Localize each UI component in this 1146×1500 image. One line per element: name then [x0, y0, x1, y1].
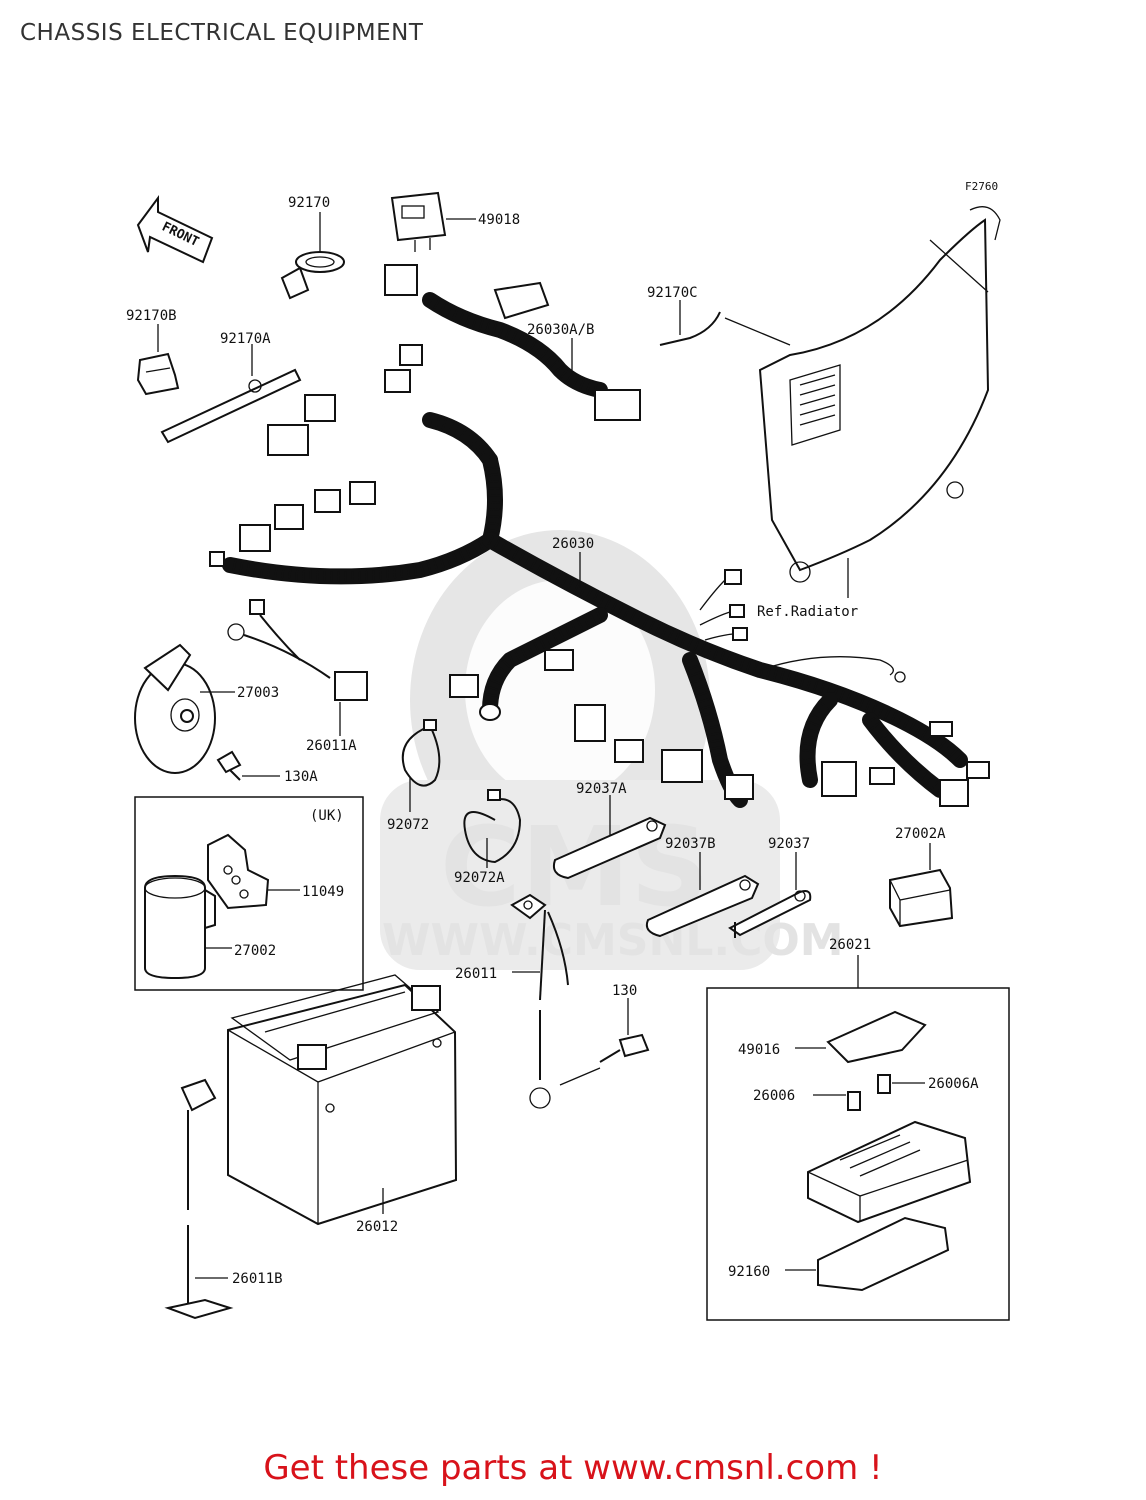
parts-diagram: CMS WWW.CMSNL.COM F2760 FRONT	[126, 180, 1010, 1321]
bolt-130A-icon	[216, 750, 280, 781]
part-label-26011: 26011	[455, 966, 497, 982]
part-label-49016: 49016	[738, 1042, 780, 1058]
bracket-92037-icon	[728, 852, 812, 938]
relay-49018-icon	[390, 191, 476, 252]
part-labels: 92170 49018 92170B 92170A 26030A/B 92170…	[126, 195, 979, 1287]
part-label-92170A: 92170A	[220, 331, 271, 347]
region-label-uk: (UK)	[310, 808, 344, 824]
part-label-130: 130	[612, 983, 637, 999]
part-label-27002: 27002	[234, 943, 276, 959]
part-label-92037B: 92037B	[665, 836, 716, 852]
part-label-27003: 27003	[237, 685, 279, 701]
part-label-27002A: 27002A	[895, 826, 946, 842]
part-label-92170: 92170	[288, 195, 330, 211]
part-label-92160: 92160	[728, 1264, 770, 1280]
grommet-92170B-icon	[136, 324, 180, 396]
cable-26011B-icon	[164, 1078, 234, 1320]
part-label-26030AB: 26030A/B	[527, 322, 594, 338]
radiator-outline	[758, 206, 1001, 598]
part-label-92037A: 92037A	[576, 781, 627, 797]
part-label-92170C: 92170C	[647, 285, 698, 301]
reference-radiator-label: Ref.Radiator	[757, 604, 858, 620]
cable-26011-icon	[510, 893, 569, 1109]
front-arrow-icon: FRONT	[136, 194, 214, 264]
clip-92170C-icon	[659, 300, 791, 346]
battery-26012-icon	[227, 974, 458, 1226]
fuse-box-26021	[706, 955, 1010, 1321]
part-label-26011A: 26011A	[306, 738, 357, 754]
part-label-92072A: 92072A	[454, 870, 505, 886]
band-92072A-icon	[463, 789, 522, 868]
sub-harness-26030AB	[384, 264, 641, 421]
uk-option-box: (UK)	[134, 796, 364, 991]
part-label-26021: 26021	[829, 937, 871, 953]
bolt-130-icon	[559, 998, 650, 1086]
figure-code: F2760	[965, 180, 998, 193]
band-92072-icon	[401, 719, 441, 812]
part-label-92037: 92037	[768, 836, 810, 852]
part-label-49018: 49018	[478, 212, 520, 228]
lead-26011A-icon	[227, 599, 368, 736]
part-label-26012: 26012	[356, 1219, 398, 1235]
part-label-130A: 130A	[284, 769, 318, 785]
part-label-92072: 92072	[387, 817, 429, 833]
relay-27002A-icon	[889, 843, 954, 928]
part-label-92170B: 92170B	[126, 308, 177, 324]
part-label-26006: 26006	[753, 1088, 795, 1104]
part-label-26006A: 26006A	[928, 1076, 979, 1092]
bracket-92037A-icon	[552, 795, 667, 880]
part-label-11049: 11049	[302, 884, 344, 900]
part-label-26030: 26030	[552, 536, 594, 552]
horn-27003-icon	[134, 643, 235, 774]
page-title: CHASSIS ELECTRICAL EQUIPMENT	[20, 20, 424, 46]
clamp-92170-icon	[280, 212, 345, 300]
watermark: CMS WWW.CMSNL.COM	[380, 530, 844, 970]
bracket-92037B-icon	[645, 852, 760, 938]
band-92170A-icon	[160, 344, 302, 444]
main-harness-26030	[209, 344, 990, 808]
footer-link[interactable]: Get these parts at www.cmsnl.com !	[263, 1448, 883, 1488]
watermark-url: WWW.CMSNL.COM	[382, 915, 844, 966]
part-label-26011B: 26011B	[232, 1271, 283, 1287]
